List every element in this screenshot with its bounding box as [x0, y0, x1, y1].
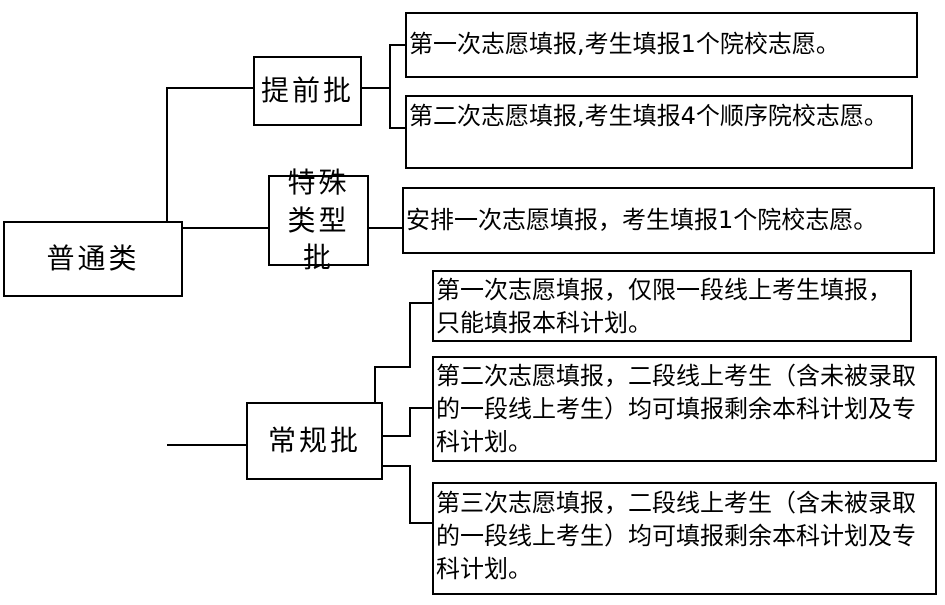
round-box-teshu-1: 安排一次志愿填报，考生填报1个院校志愿。 — [402, 187, 935, 254]
root-node: 普通类 — [3, 221, 183, 297]
round-text: 第二次志愿填报,考生填报4个顺序院校志愿。 — [409, 102, 888, 130]
round-text: 第三次志愿填报，二段线上考生（含未被录取的一段线上考生）均可填报剩余本科计划及专… — [436, 489, 916, 584]
round-text: 第二次志愿填报，二段线上考生（含未被录取的一段线上考生）均可填报剩余本科计划及专… — [436, 362, 916, 457]
tiqian-rounds-connector — [362, 44, 405, 129]
round-box-changgui-1: 第一次志愿填报，仅限一段线上考生填报，只能填报本科计划。 — [432, 270, 912, 342]
round-box-tiqian-1: 第一次志愿填报,考生填报1个院校志愿。 — [405, 12, 918, 78]
batch-label-teshu: 特殊类型批 — [287, 165, 350, 275]
round-text: 第一次志愿填报，仅限一段线上考生填报，只能填报本科计划。 — [436, 276, 892, 338]
round-box-changgui-2: 第二次志愿填报，二段线上考生（含未被录取的一段线上考生）均可填报剩余本科计划及专… — [432, 356, 937, 462]
batch-node-tiqian: 提前批 — [253, 56, 362, 126]
round-text: 第一次志愿填报,考生填报1个院校志愿。 — [409, 30, 840, 59]
round-box-changgui-3: 第三次志愿填报，二段线上考生（含未被录取的一段线上考生）均可填报剩余本科计划及专… — [432, 482, 937, 595]
root-label: 普通类 — [46, 242, 140, 276]
round-text: 安排一次志愿填报，考生填报1个院校志愿。 — [406, 205, 878, 234]
changgui-rounds-connector — [374, 302, 432, 524]
round-box-tiqian-2: 第二次志愿填报,考生填报4个顺序院校志愿。 — [405, 95, 913, 169]
batch-label-changgui: 常规批 — [267, 424, 361, 458]
batch-node-changgui: 常规批 — [246, 402, 383, 480]
batch-node-teshu: 特殊类型批 — [268, 166, 369, 274]
batch-label-tiqian: 提前批 — [260, 74, 354, 108]
